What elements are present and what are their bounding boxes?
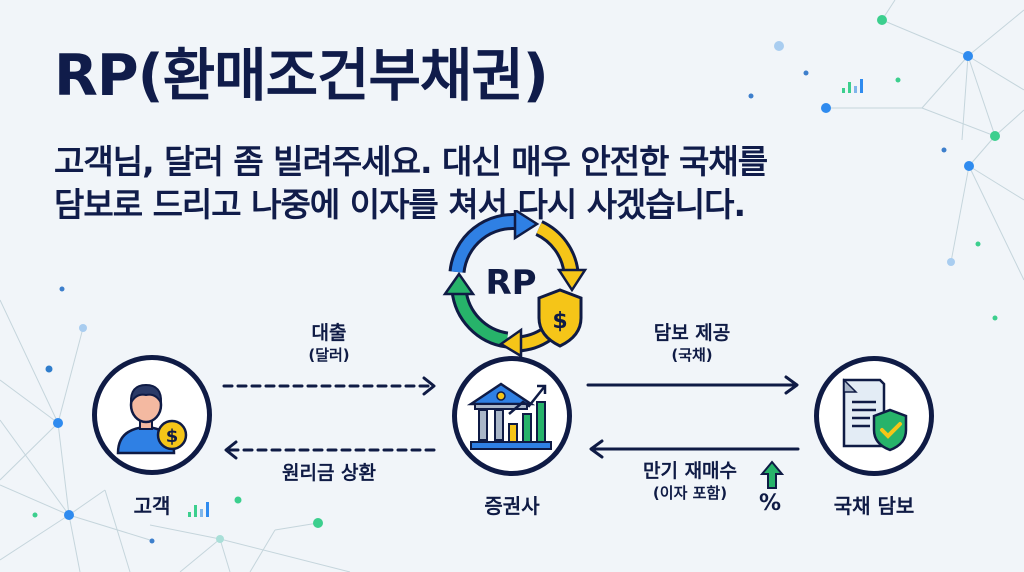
page-title: RP(환매조건부채권) [54, 43, 549, 109]
page-subtitle: 고객님, 달러 좀 빌려주세요. 대신 매우 안전한 국채를 담보로 드리고 나… [54, 140, 768, 226]
document-shield-check-icon [842, 378, 908, 452]
node-collateral [814, 356, 934, 476]
interest-up-icon: % [759, 460, 785, 514]
person-with-coin-icon: $ [116, 383, 188, 455]
svg-text:$: $ [552, 309, 567, 334]
node-securities-firm [452, 356, 572, 476]
bank-growth-chart-icon [467, 382, 552, 450]
node-collateral-label: 국채 담보 [833, 494, 915, 518]
node-customer-label: 고객 [133, 494, 171, 518]
node-securities-firm-label: 증권사 [484, 494, 540, 518]
flow-collateral-label: 담보 제공 (국채) [653, 322, 731, 364]
subtitle-line-2: 담보로 드리고 나중에 이자를 쳐서 다시 사겠습니다. [54, 185, 746, 224]
svg-text:%: % [759, 491, 781, 514]
subtitle-line-1: 고객님, 달러 좀 빌려주세요. 대신 매우 안전한 국채를 [54, 142, 768, 181]
mini-bar-chart-icon [188, 79, 863, 517]
rp-cycle-badge: $ RP [442, 210, 588, 359]
flow-repayment-label: 원리금 상환 [281, 462, 377, 484]
flow-repurchase-label: 만기 재매수 (이자 포함) [642, 460, 738, 502]
node-customer: $ [92, 355, 212, 475]
rp-label: RP [485, 263, 536, 303]
svg-text:$: $ [166, 426, 179, 447]
flow-loan-label: 대출 (달러) [308, 322, 350, 364]
